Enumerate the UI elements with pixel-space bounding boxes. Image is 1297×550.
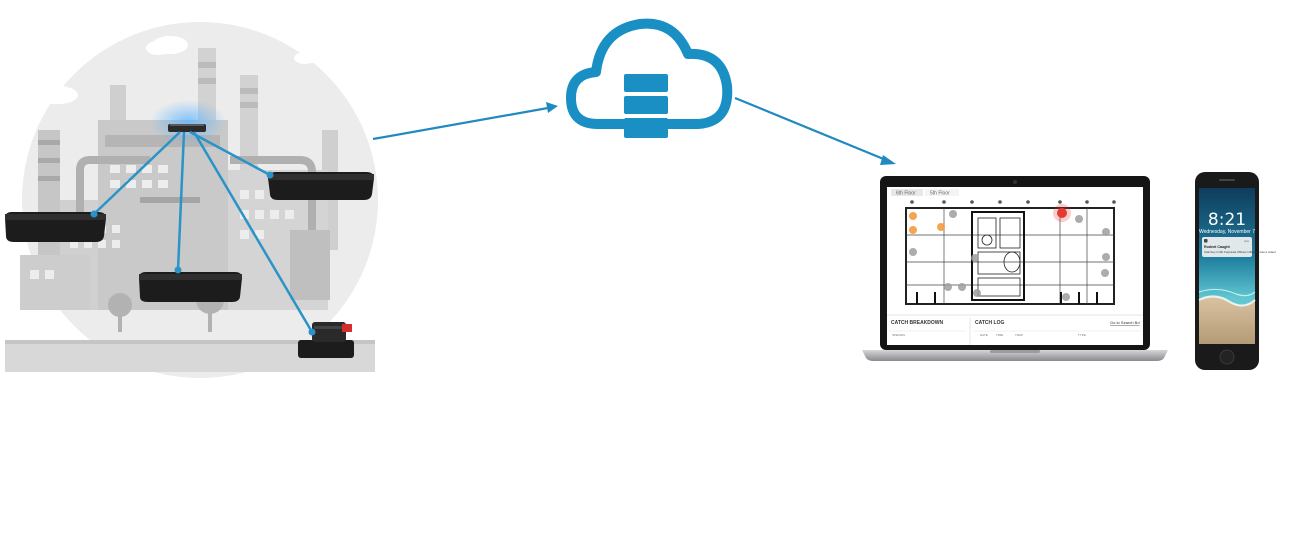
catch-alert-marker[interactable] [1057, 208, 1067, 218]
breakdown-column-species: SPECIES [892, 333, 905, 337]
trap-marker[interactable] [909, 226, 917, 234]
log-column-time: TIME [996, 333, 1003, 337]
gateway-signal-glow [150, 100, 226, 144]
laptop-camera [1013, 180, 1017, 184]
notification-time: now [1244, 239, 1250, 243]
cloud-server [566, 18, 733, 138]
trap-marker[interactable] [909, 212, 917, 220]
monitoring-sensor-right [266, 171, 374, 200]
trap-marker[interactable] [958, 283, 966, 291]
snap-trap [298, 322, 354, 358]
log-column-type: TYPE [1078, 333, 1086, 337]
server-stack-icon [624, 74, 668, 138]
factory-sky-clouds [33, 36, 331, 105]
laptop-base [862, 350, 1168, 361]
smartphone-device: 8:21 Wednesday, November 7 Rodent Caught… [1195, 172, 1276, 370]
phone-speaker [1219, 179, 1235, 181]
phone-date: Wednesday, November 7 [1199, 229, 1255, 235]
snap-trap-icon [298, 340, 354, 358]
cloud-server-icon [566, 18, 733, 129]
log-column-trap: TRAP [1015, 333, 1023, 337]
trap-marker[interactable] [1102, 253, 1110, 261]
trap-marker[interactable] [971, 254, 979, 262]
trap-marker[interactable] [1075, 215, 1083, 223]
trap-marker[interactable] [1102, 228, 1110, 236]
uplink-arrow [372, 102, 558, 141]
catch-breakdown-heading: CATCH BREAKDOWN [891, 320, 944, 326]
trap-marker[interactable] [1062, 293, 1070, 301]
phone-home-button[interactable] [1219, 349, 1235, 365]
factory-buildings [20, 120, 330, 310]
app-icon [1204, 239, 1208, 243]
log-column-date: DATE [980, 333, 988, 337]
gateway-router [150, 100, 226, 144]
notification-title: Rodent Caught [1204, 245, 1231, 249]
phone-clock: 8:21 [1208, 210, 1246, 230]
monitoring-sensor-left [5, 210, 106, 242]
trap-marker[interactable] [909, 248, 917, 256]
notification-body: Cafe Key in 6th Corporate Offices in Bui… [1204, 250, 1276, 254]
monitoring-sensor-center [139, 266, 242, 302]
floor-plan-map [905, 200, 1116, 305]
gateway-connection-lines [93, 130, 314, 333]
downlink-arrow [734, 96, 896, 165]
trap-marker[interactable] [949, 210, 957, 218]
trap-marker[interactable] [944, 283, 952, 291]
rodent-notification[interactable]: Rodent Caught now Cafe Key in 6th Corpor… [1202, 237, 1276, 257]
floor-tab-1[interactable]: 6th Floor [896, 191, 916, 197]
factory-illustration [5, 22, 378, 378]
trap-marker[interactable] [973, 289, 981, 297]
trap-markers [909, 204, 1110, 301]
catch-log-heading: CATCH LOG [975, 320, 1004, 326]
trap-marker[interactable] [937, 223, 945, 231]
catch-log-link[interactable]: Go to Search Bd [1110, 320, 1140, 325]
laptop-device: 6th Floor 5th Floor [862, 176, 1168, 361]
trap-marker[interactable] [1101, 269, 1109, 277]
floor-tab-2[interactable]: 5th Floor [930, 191, 950, 197]
